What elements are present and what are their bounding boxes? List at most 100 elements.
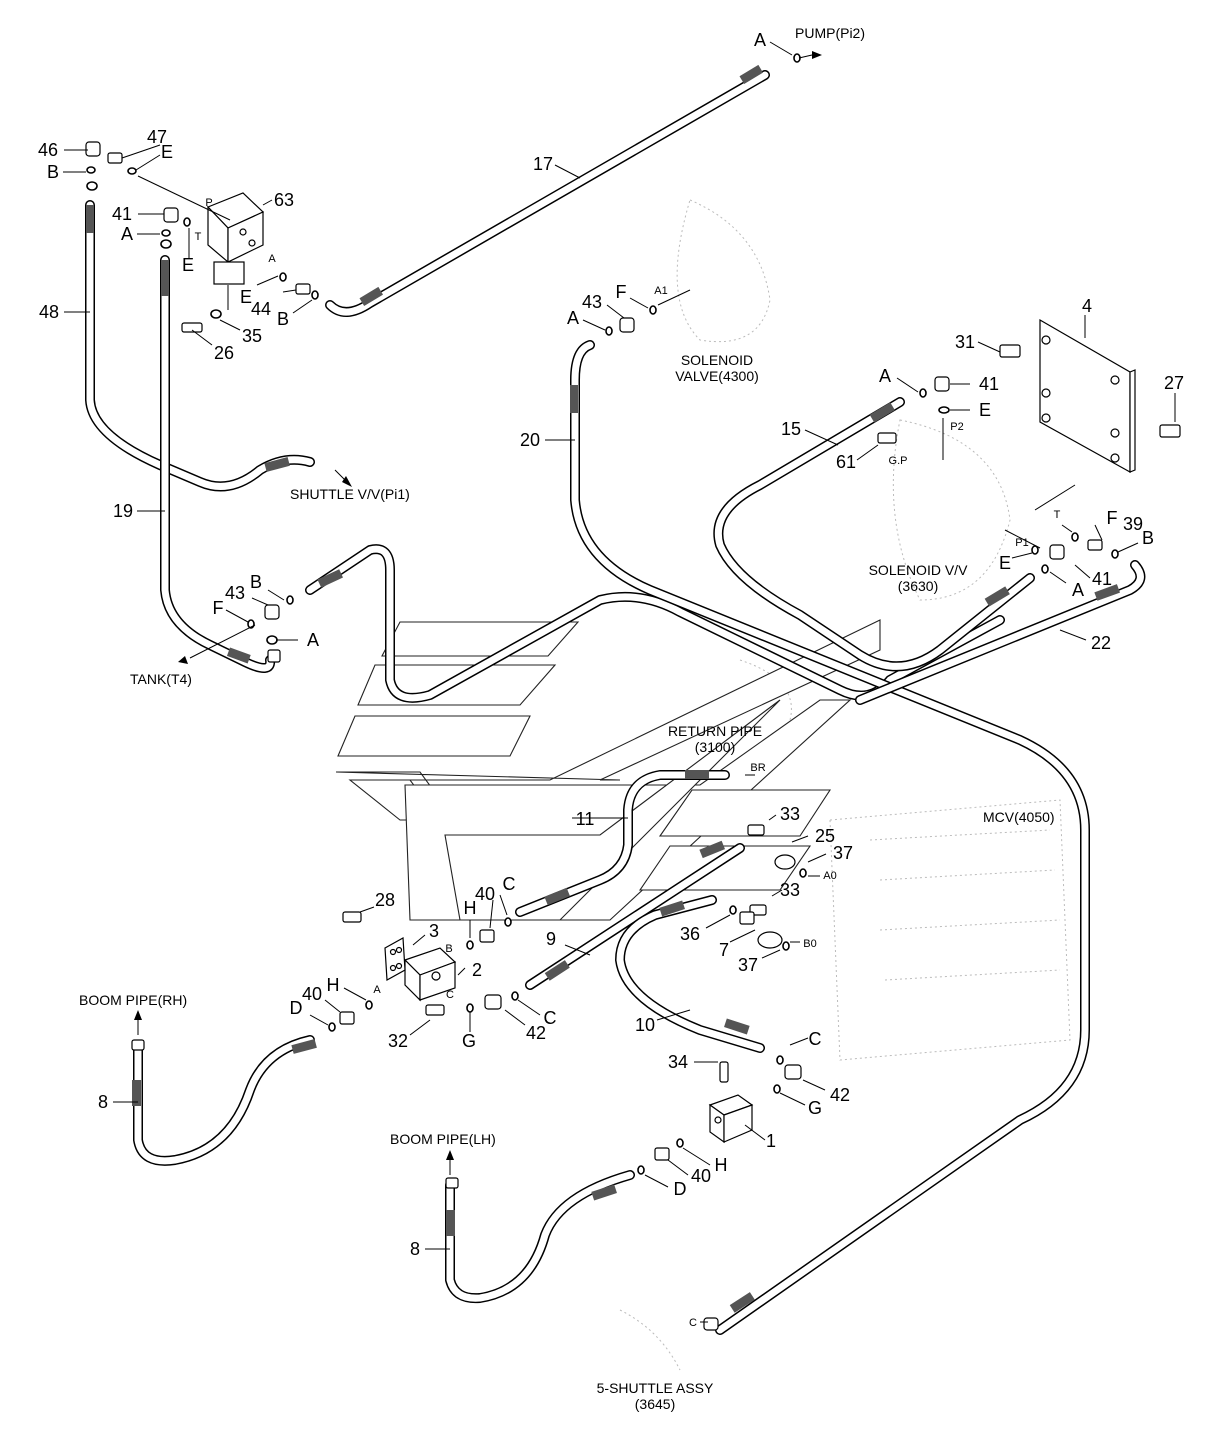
part-number: 48: [39, 302, 59, 322]
part-number: 31: [955, 332, 975, 352]
port-letter: B: [47, 162, 59, 182]
port-letter: A: [307, 630, 319, 650]
port-label: T: [195, 231, 202, 243]
leader-lines: [63, 41, 1176, 1323]
part-number: 61: [836, 452, 856, 472]
port-letter: E: [979, 400, 991, 420]
pump-label: PUMP(Pi2): [795, 25, 865, 41]
part-numbers: 17 46 47 63 41 44 35 26 48 43 20 4 31 41…: [38, 127, 1184, 1259]
part-number: 47: [147, 127, 167, 147]
part-number: 37: [738, 955, 758, 975]
boom-pipe-lh-label: BOOM PIPE(LH): [390, 1131, 496, 1147]
mcv-label: MCV(4050): [983, 809, 1055, 825]
port-letter: A: [567, 308, 579, 328]
part-number: 10: [635, 1015, 655, 1035]
port-label: C: [446, 989, 454, 1001]
port-letter: E: [999, 553, 1011, 573]
port-label: BR: [750, 762, 765, 774]
port-letter: F: [616, 282, 627, 302]
return-pipe-label-line2: (3100): [695, 739, 735, 755]
block-1: [708, 1094, 754, 1144]
part-number: 39: [1123, 514, 1143, 534]
port-letter: D: [290, 998, 303, 1018]
port-label: C: [689, 1317, 697, 1329]
part-number: 42: [526, 1023, 546, 1043]
part-number: 1: [766, 1131, 776, 1151]
port-label: T: [1054, 509, 1061, 521]
port-label: P1: [1015, 537, 1028, 549]
solenoid-valve-label-line1: SOLENOID: [681, 352, 753, 368]
block-2: [403, 947, 457, 1002]
part-number: 33: [780, 804, 800, 824]
port-letter: A: [121, 224, 133, 244]
solenoid-vv-label-line2: (3630): [898, 578, 938, 594]
port-letter: F: [1107, 508, 1118, 528]
o-rings: [86, 53, 1119, 1175]
part-number: 36: [680, 924, 700, 944]
part-number: 33: [780, 880, 800, 900]
part-number: 44: [251, 299, 271, 319]
port-letter: B: [1142, 528, 1154, 548]
port-label: G.P: [889, 455, 908, 467]
captions: PUMP(Pi2) SOLENOID VALVE(4300) SHUTTLE V…: [79, 25, 1055, 1412]
port-letter: C: [503, 874, 516, 894]
port-letter: F: [213, 598, 224, 618]
solenoid-valve-label-line2: VALVE(4300): [675, 368, 759, 384]
port-letter: E: [161, 142, 173, 162]
part-number: 40: [475, 884, 495, 904]
valve-63: [206, 192, 265, 285]
port-letter: A: [1072, 580, 1084, 600]
part-number: 43: [582, 292, 602, 312]
part-number: 34: [668, 1052, 688, 1072]
part-number: 3: [429, 921, 439, 941]
part-number: 41: [1092, 569, 1112, 589]
port-label: P: [205, 197, 212, 209]
part-number: 17: [533, 154, 553, 174]
components: [206, 192, 1136, 1144]
tank-label: TANK(T4): [130, 671, 192, 687]
five-shuttle-label-line1: 5-SHUTTLE ASSY: [597, 1380, 714, 1396]
port-letter: C: [809, 1029, 822, 1049]
port-letter: D: [674, 1179, 687, 1199]
part-number: 2: [472, 960, 482, 980]
port-letter: E: [240, 287, 252, 307]
part-number: 63: [274, 190, 294, 210]
port-letters: A B E A E E B F A A E F E A B B F A H C …: [47, 30, 1154, 1199]
plate-3: [384, 937, 406, 981]
part-number: 43: [225, 583, 245, 603]
part-number: 41: [979, 374, 999, 394]
small-port-labels: P T A A1 P2 G.P T P1 BR A0 B0 B C A C: [195, 197, 1061, 1329]
port-label: P2: [950, 421, 963, 433]
boom-pipe-rh-label: BOOM PIPE(RH): [79, 992, 187, 1008]
part-number: 46: [38, 140, 58, 160]
part-number: 22: [1091, 633, 1111, 653]
port-letter: A: [754, 30, 766, 50]
port-letter: H: [715, 1155, 728, 1175]
part-number: 27: [1164, 373, 1184, 393]
ghost-components: [619, 199, 1071, 1371]
part-number: 20: [520, 430, 540, 450]
shuttle-label: SHUTTLE V/V(Pi1): [290, 486, 410, 502]
part-number: 25: [815, 826, 835, 846]
port-letter: E: [182, 255, 194, 275]
port-label: A1: [654, 285, 667, 297]
part-number: 11: [576, 809, 595, 829]
part-number: 19: [113, 501, 133, 521]
part-number: 8: [98, 1092, 108, 1112]
port-label: A: [268, 253, 276, 265]
part-number: 40: [691, 1166, 711, 1186]
solenoid-vv-label-line1: SOLENOID V/V: [869, 562, 968, 578]
part-number: 26: [214, 343, 234, 363]
port-letter: A: [879, 366, 891, 386]
port-letter: B: [277, 309, 289, 329]
port-label: B: [445, 943, 452, 955]
port-letter: G: [462, 1031, 476, 1051]
part-number: 35: [242, 326, 262, 346]
return-pipe-label-line1: RETURN PIPE: [668, 723, 762, 739]
part-number: 15: [781, 419, 801, 439]
hoses: [85, 70, 1146, 1335]
port-letter: H: [464, 898, 477, 918]
five-shuttle-label-line2: (3645): [635, 1396, 675, 1412]
part-number: 40: [302, 984, 322, 1004]
